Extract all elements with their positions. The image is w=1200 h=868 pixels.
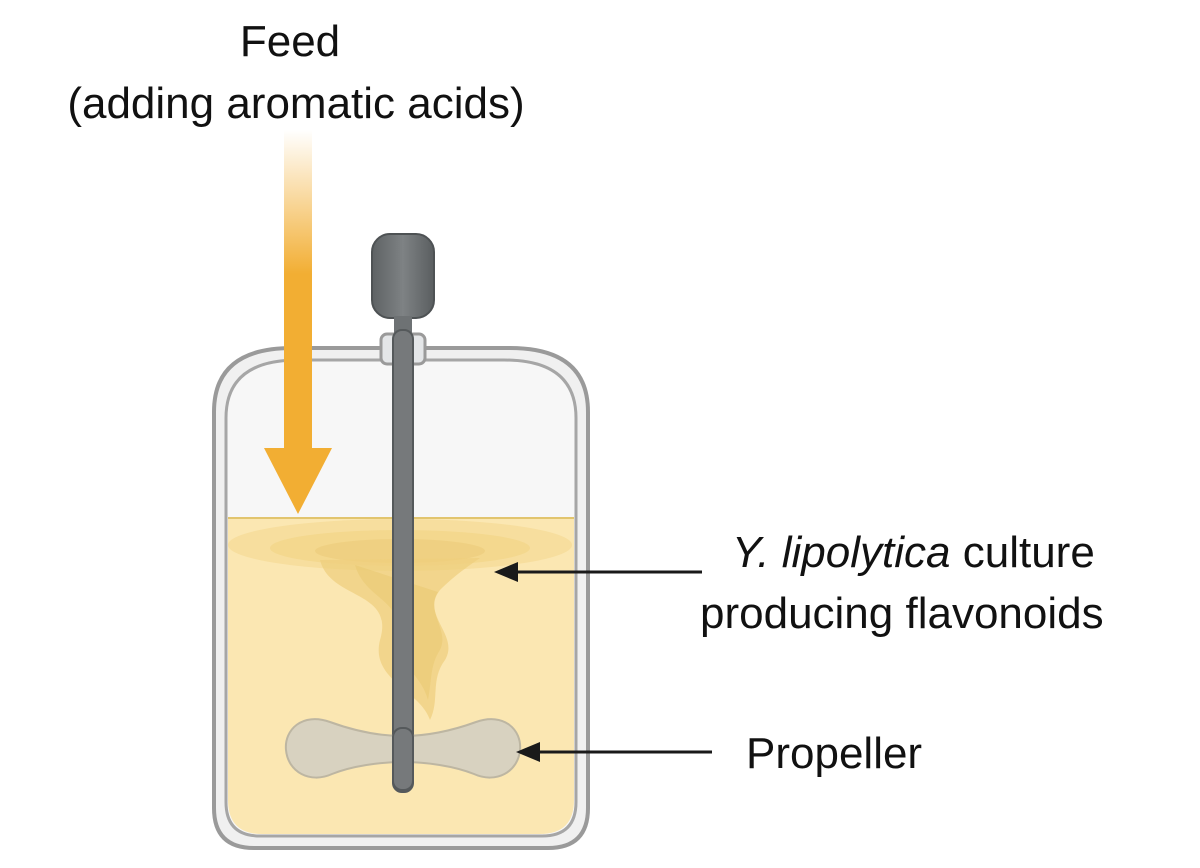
feed-subtitle-label: (adding aromatic acids) xyxy=(67,79,524,128)
feed-title-label: Feed xyxy=(240,17,340,66)
feed-arrow xyxy=(264,130,332,514)
culture-species-label: Y. lipolytica xyxy=(732,528,951,577)
impeller-shaft xyxy=(392,329,414,793)
propeller-label: Propeller xyxy=(746,729,922,778)
propeller-hub xyxy=(392,727,414,791)
culture-label-line2: producing flavonoids xyxy=(700,589,1104,638)
culture-label-line1: Y. lipolytica culture xyxy=(732,528,1095,577)
culture-pointer-arrow xyxy=(494,562,702,582)
motor-housing xyxy=(371,233,435,319)
culture-word-label: culture xyxy=(951,528,1095,577)
propeller-pointer-arrow xyxy=(516,742,712,762)
